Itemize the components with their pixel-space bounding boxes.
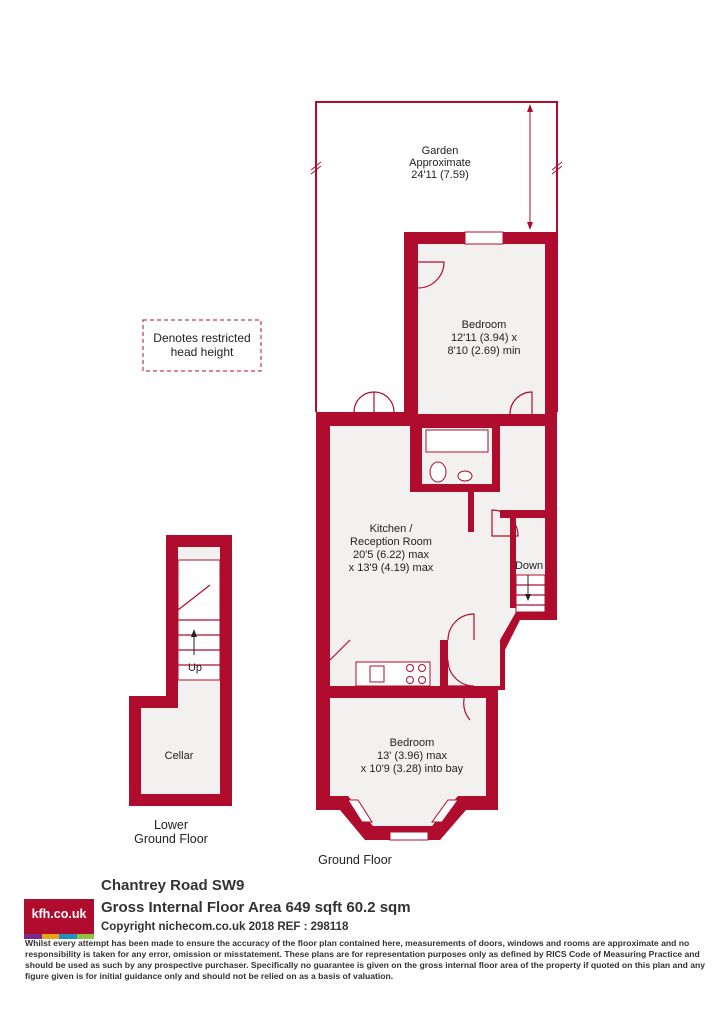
bedroom-front-dim2: x 10'9 (3.28) into bay [361,763,464,775]
garden-label-approximate: Approximate [409,157,471,169]
legend-line1: Denotes restricted [153,331,250,345]
logo-text: kfh.co.uk [31,907,87,921]
logo-color-strip [24,934,94,939]
disclaimer: Whilst every attempt has been made to en… [25,938,706,981]
stairs-down [515,574,546,613]
bedroom-front-label: Bedroom [390,737,435,749]
kitchen-dim2: x 13'9 (4.19) max [349,562,434,574]
bedroom-front-dim1: 13' (3.96) max [377,750,447,762]
cellar-label: Cellar [165,750,194,762]
copyright: Copyright nichecom.co.uk 2018 REF : 2981… [101,921,349,933]
kfh-logo: kfh.co.uk [24,899,94,939]
garden-dimension: 24'11 (7.59) [411,169,469,181]
property-address: Chantrey Road SW9 [101,877,245,894]
lower-ground-walls [129,535,232,806]
bedroom-rear-label: Bedroom [462,319,507,331]
floor-plan: Garden Approximate 24'11 (7.59) [129,101,563,867]
floor-area: Gross Internal Floor Area 649 sqft 60.2 … [101,899,411,916]
kitchen-dim1: 20'5 (6.22) max [353,549,430,561]
kitchen-label1: Kitchen / [370,523,414,535]
ground-floor-walls [316,231,557,841]
lower-ground-label-1: Lower [154,818,188,832]
bedroom-rear-dim2: 8'10 (2.69) min [447,345,520,357]
bedroom-rear-dim1: 12'11 (3.94) x [451,332,518,344]
stairs-up-label: Up [188,662,202,674]
doors [329,261,533,721]
lower-ground-label-2: Ground Floor [134,832,208,846]
stairs-down-label: Down [515,560,543,572]
kitchen-label2: Reception Room [350,536,432,548]
legend-line2: head height [171,345,234,359]
restricted-height-legend [142,319,262,372]
garden-label: Garden [422,145,459,157]
ground-floor-label: Ground Floor [318,853,392,867]
